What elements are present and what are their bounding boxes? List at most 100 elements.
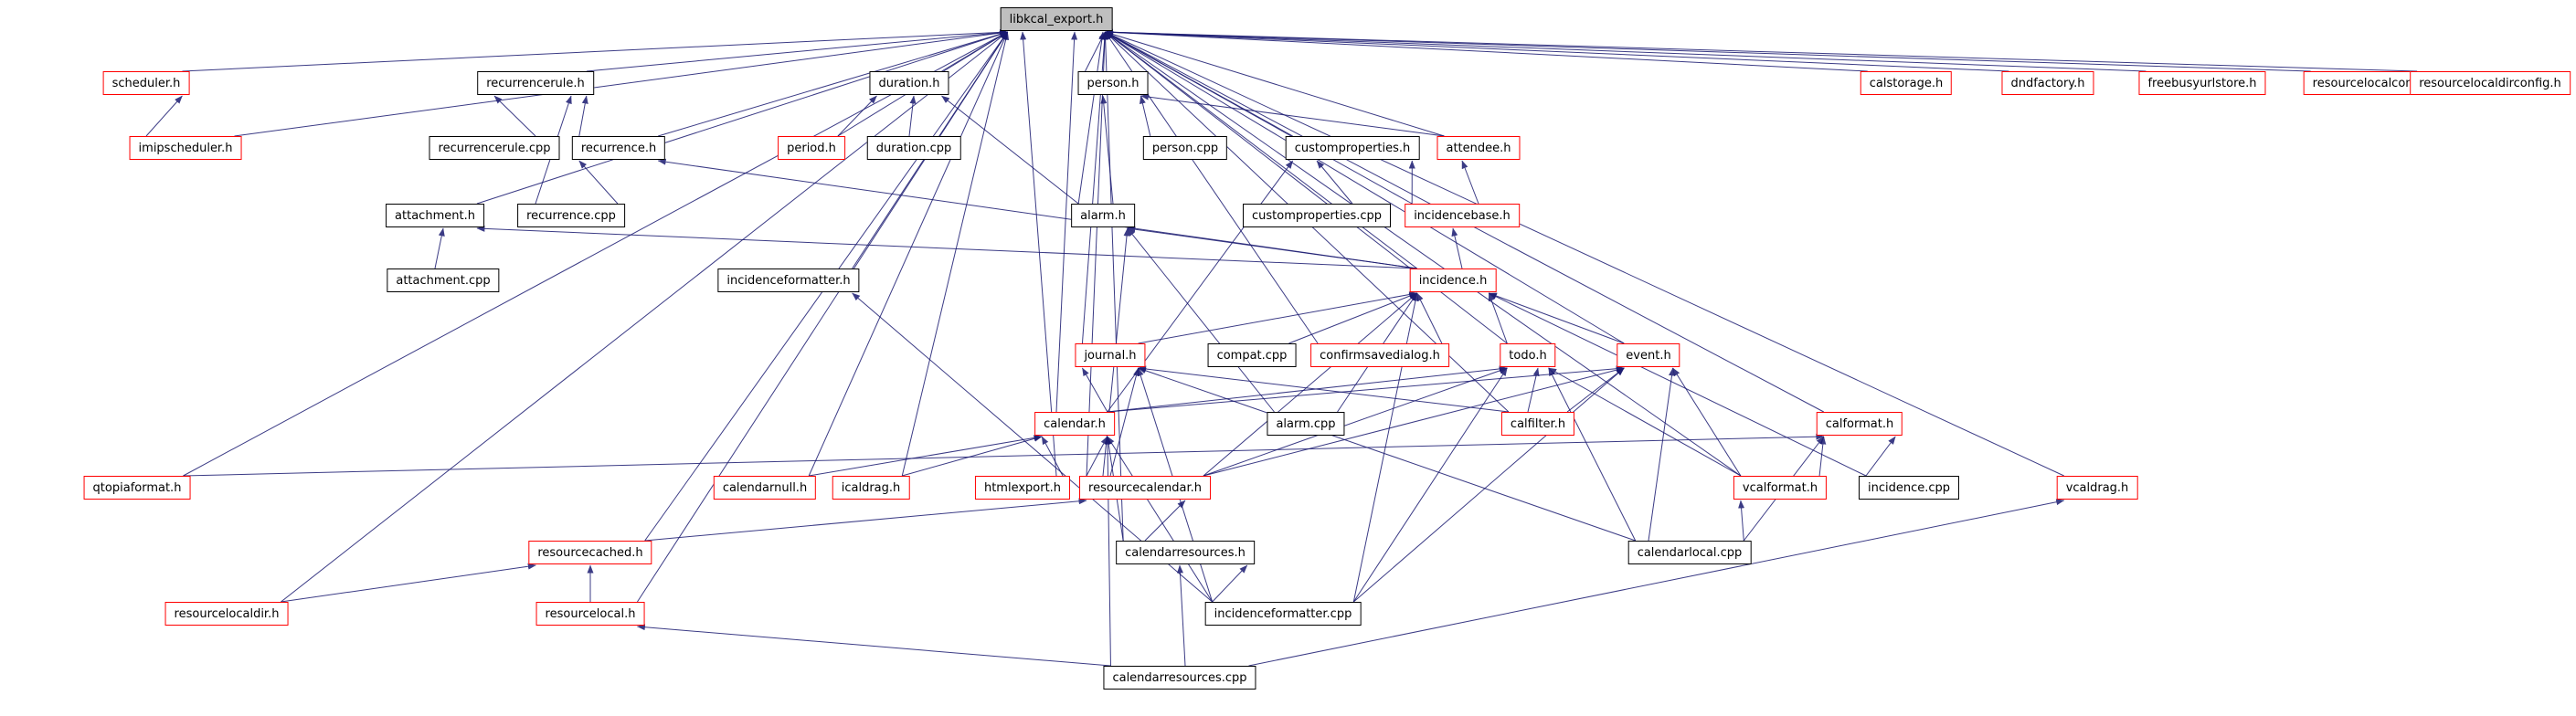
dependency-edge bbox=[578, 95, 588, 137]
dependency-edge bbox=[183, 433, 1825, 477]
graph-node-recurrencerule-cpp[interactable]: recurrencerule.cpp bbox=[429, 136, 560, 160]
graph-node-alarm-h[interactable]: alarm.h bbox=[1071, 204, 1135, 227]
dependency-edge bbox=[1212, 564, 1248, 603]
dependency-edge bbox=[1055, 31, 1078, 413]
graph-node-icaldrag-h[interactable]: icaldrag.h bbox=[832, 476, 910, 500]
graph-node-calendarlocal-cpp[interactable]: calendarlocal.cpp bbox=[1627, 541, 1752, 564]
graph-node-event-h[interactable]: event.h bbox=[1617, 343, 1680, 367]
graph-node-resourcelocal-h[interactable]: resourcelocal.h bbox=[535, 602, 645, 626]
graph-node-confirmsavedialog-h[interactable]: confirmsavedialog.h bbox=[1310, 343, 1449, 367]
graph-node-resourcelocaldirconfig-h[interactable]: resourcelocaldirconfig.h bbox=[2410, 71, 2571, 95]
graph-node-alarm-cpp[interactable]: alarm.cpp bbox=[1267, 412, 1345, 436]
graph-node-customproperties-cpp[interactable]: customproperties.cpp bbox=[1243, 204, 1391, 227]
dependency-edge bbox=[1104, 436, 1111, 667]
dependency-edge bbox=[1865, 436, 1896, 477]
dependency-edge bbox=[1100, 95, 1114, 205]
dependency-edge bbox=[145, 95, 183, 137]
dependency-edge bbox=[1144, 500, 1186, 542]
graph-node-incidencebase-h[interactable]: incidencebase.h bbox=[1405, 204, 1520, 227]
graph-node-person-cpp[interactable]: person.cpp bbox=[1142, 136, 1228, 160]
graph-node-htmlexport-h[interactable]: htmlexport.h bbox=[974, 476, 1071, 500]
dependency-edge bbox=[1527, 367, 1540, 413]
graph-node-calendarresources-cpp[interactable]: calendarresources.cpp bbox=[1103, 666, 1256, 690]
graph-node-calendarnull-h[interactable]: calendarnull.h bbox=[713, 476, 817, 500]
graph-node-journal-h[interactable]: journal.h bbox=[1075, 343, 1146, 367]
dependency-edge bbox=[1138, 367, 1636, 542]
dependency-edge bbox=[1107, 160, 1294, 413]
graph-node-freebusyurlstore-h[interactable]: freebusyurlstore.h bbox=[2138, 71, 2266, 95]
dependency-edge bbox=[1352, 292, 1419, 603]
dependency-edge bbox=[1107, 436, 1214, 603]
graph-node-period-h[interactable]: period.h bbox=[778, 136, 845, 160]
graph-node-compat-cpp[interactable]: compat.cpp bbox=[1207, 343, 1297, 367]
dependency-edge bbox=[476, 31, 1009, 205]
dependency-edge bbox=[281, 31, 1009, 603]
graph-node-calformat-h[interactable]: calformat.h bbox=[1816, 412, 1903, 436]
graph-node-attendee-h[interactable]: attendee.h bbox=[1436, 136, 1521, 160]
graph-node-duration-h[interactable]: duration.h bbox=[869, 71, 949, 95]
dependency-edge bbox=[637, 31, 1009, 603]
graph-node-recurrence-cpp[interactable]: recurrence.cpp bbox=[517, 204, 625, 227]
graph-node-calfilter-h[interactable]: calfilter.h bbox=[1500, 412, 1575, 436]
graph-node-resourcelocaldir-h[interactable]: resourcelocaldir.h bbox=[164, 602, 289, 626]
dependency-edge bbox=[809, 434, 1043, 477]
dependency-edge bbox=[1104, 31, 1625, 344]
dependency-edge bbox=[1127, 227, 1275, 413]
graph-node-resourcecalendar-h[interactable]: resourcecalendar.h bbox=[1079, 476, 1211, 500]
graph-node-incidence-cpp[interactable]: incidence.cpp bbox=[1858, 476, 1960, 500]
graph-node-libkcal-export-h: libkcal_export.h bbox=[1000, 7, 1113, 31]
graph-node-incidence-h[interactable]: incidence.h bbox=[1409, 268, 1497, 292]
dependency-edge bbox=[1203, 367, 1508, 477]
graph-node-attachment-cpp[interactable]: attachment.cpp bbox=[387, 268, 500, 292]
graph-node-calstorage-h[interactable]: calstorage.h bbox=[1860, 71, 1953, 95]
graph-node-recurrencerule-h[interactable]: recurrencerule.h bbox=[477, 71, 594, 95]
dependency-edge bbox=[586, 29, 1009, 72]
graph-node-qtopiaformat-h[interactable]: qtopiaformat.h bbox=[83, 476, 191, 500]
dependency-edge bbox=[434, 227, 445, 269]
graph-node-attachment-h[interactable]: attachment.h bbox=[386, 204, 484, 227]
graph-node-scheduler-h[interactable]: scheduler.h bbox=[102, 71, 190, 95]
graph-node-vcaldrag-h[interactable]: vcaldrag.h bbox=[2056, 476, 2138, 500]
graph-node-resourcecached-h[interactable]: resourcecached.h bbox=[528, 541, 652, 564]
dependency-edge bbox=[1648, 367, 1675, 542]
graph-node-person-h[interactable]: person.h bbox=[1077, 71, 1149, 95]
dependency-edge bbox=[1109, 367, 1140, 477]
graph-node-calendarresources-h[interactable]: calendarresources.h bbox=[1116, 541, 1255, 564]
dependency-edge bbox=[1248, 499, 2065, 667]
graph-node-incidenceformatter-h[interactable]: incidenceformatter.h bbox=[717, 268, 860, 292]
graph-node-calendar-h[interactable]: calendar.h bbox=[1034, 412, 1115, 436]
dependency-edge bbox=[1104, 31, 1742, 477]
dependency-edge bbox=[1672, 367, 1742, 477]
dependency-edge bbox=[234, 29, 1009, 137]
dependency-edge bbox=[902, 435, 1043, 477]
dependency-edge bbox=[1451, 227, 1463, 269]
graph-node-recurrence-h[interactable]: recurrence.h bbox=[571, 136, 666, 160]
graph-node-imipscheduler-h[interactable]: imipscheduler.h bbox=[129, 136, 242, 160]
dependency-edge bbox=[1138, 291, 1418, 344]
dependency-edge bbox=[657, 158, 1417, 269]
dependency-edge bbox=[1104, 28, 2009, 72]
dependency-edge bbox=[493, 95, 536, 137]
dependency-edge bbox=[1102, 31, 1124, 542]
graph-node-customproperties-h[interactable]: customproperties.h bbox=[1285, 136, 1420, 160]
dependency-edge bbox=[1104, 31, 1417, 269]
dependency-edge bbox=[1353, 367, 1625, 603]
dependency-edge bbox=[1082, 367, 1108, 413]
graph-node-duration-cpp[interactable]: duration.cpp bbox=[866, 136, 961, 160]
graph-node-todo-h[interactable]: todo.h bbox=[1500, 343, 1556, 367]
dependency-edge bbox=[1316, 160, 1353, 205]
dependency-edge bbox=[1107, 365, 1508, 413]
graph-node-dndfactory-h[interactable]: dndfactory.h bbox=[2001, 71, 2094, 95]
graph-node-vcalformat-h[interactable]: vcalformat.h bbox=[1733, 476, 1828, 500]
dependency-edge bbox=[1104, 31, 1445, 137]
dependency-edge bbox=[1488, 292, 1625, 344]
dependency-edge bbox=[182, 28, 1009, 72]
dependency-edge bbox=[1140, 93, 1445, 137]
dependency-edge bbox=[1352, 367, 1508, 603]
graph-node-incidenceformatter-cpp[interactable]: incidenceformatter.cpp bbox=[1204, 602, 1362, 626]
dependency-edge bbox=[1738, 500, 1745, 542]
dependency-edge bbox=[644, 498, 1087, 542]
dependency-edge bbox=[183, 31, 1009, 477]
dependency-edge bbox=[658, 31, 1009, 137]
